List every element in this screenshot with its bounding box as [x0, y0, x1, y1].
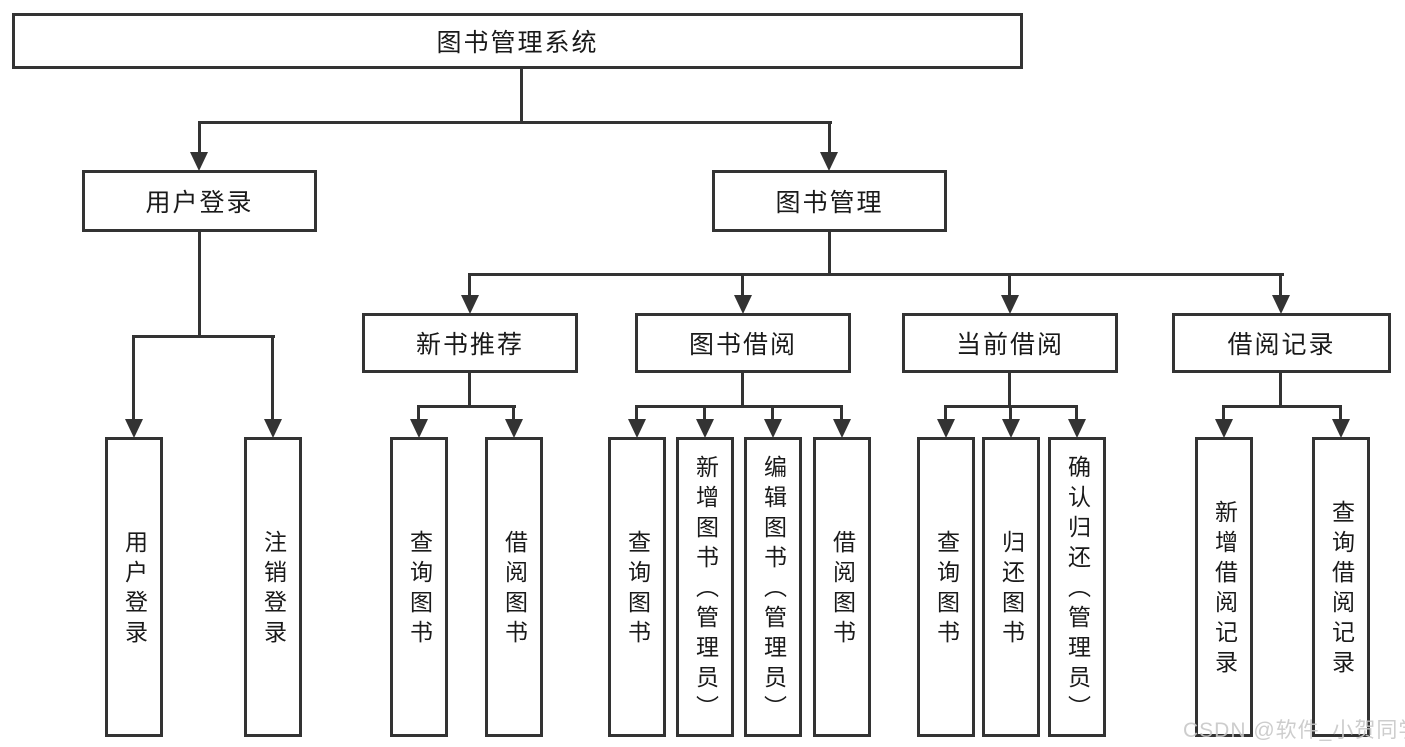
- connector-level3-rail: [468, 273, 1284, 276]
- connector-to-records: [1279, 273, 1282, 297]
- node-root-system: 图书管理系统: [12, 13, 1023, 69]
- node-book-borrow: 图书借阅: [635, 313, 851, 373]
- arrow-down-icon: [1002, 419, 1020, 438]
- arrow-down-icon: [820, 152, 838, 171]
- connector-leaf-stem: [1339, 405, 1342, 421]
- node-borrow-records: 借阅记录: [1172, 313, 1391, 373]
- connector-records-stem: [1279, 373, 1282, 408]
- connector-leaf-stem: [771, 405, 774, 421]
- connector-leaf-stem: [417, 405, 420, 421]
- node-current-borrow: 当前借阅: [902, 313, 1118, 373]
- arrow-down-icon: [1215, 419, 1233, 438]
- connector-leaf-stem: [944, 405, 947, 421]
- arrow-down-icon: [1068, 419, 1086, 438]
- node-new-book-recommend: 新书推荐: [362, 313, 578, 373]
- arrow-down-icon: [461, 295, 479, 314]
- arrow-down-icon: [1001, 295, 1019, 314]
- connector-root-stem: [520, 69, 523, 124]
- connector-to-leaf-logout: [271, 335, 274, 421]
- connector-borrow-rail: [635, 405, 843, 408]
- leaf-return-book: 归还图书: [982, 437, 1040, 737]
- arrow-down-icon: [505, 419, 523, 438]
- leaf-logout-login: 注销登录: [244, 437, 302, 737]
- connector-to-user-login: [198, 121, 201, 154]
- arrow-down-icon: [264, 419, 282, 438]
- leaf-confirm-return-admin: 确认归还（管理员）: [1048, 437, 1106, 737]
- node-user-login: 用户登录: [82, 170, 317, 232]
- leaf-borrow-books-recommend: 借阅图书: [485, 437, 543, 737]
- leaf-borrow-books-borrow: 借阅图书: [813, 437, 871, 737]
- leaf-edit-book-admin: 编辑图书（管理员）: [744, 437, 802, 737]
- connector-to-book-mgmt: [828, 121, 831, 154]
- connector-recommend-stem: [468, 373, 471, 408]
- connector-login-stem: [198, 232, 201, 338]
- arrow-down-icon: [628, 419, 646, 438]
- connector-borrow-stem: [741, 373, 744, 408]
- arrow-down-icon: [125, 419, 143, 438]
- csdn-watermark: CSDN @软件_小贺同学: [1183, 719, 1405, 742]
- connector-leaf-stem: [1075, 405, 1078, 421]
- arrow-down-icon: [937, 419, 955, 438]
- arrow-down-icon: [190, 152, 208, 171]
- leaf-add-borrow-record: 新增借阅记录: [1195, 437, 1253, 737]
- connector-to-recommend: [468, 273, 471, 297]
- connector-leaf-stem: [703, 405, 706, 421]
- node-book-management: 图书管理: [712, 170, 947, 232]
- arrow-down-icon: [696, 419, 714, 438]
- leaf-query-books-recommend: 查询图书: [390, 437, 448, 737]
- arrow-down-icon: [734, 295, 752, 314]
- connector-to-borrow: [741, 273, 744, 297]
- connector-leaf-stem: [1009, 405, 1012, 421]
- arrow-down-icon: [1272, 295, 1290, 314]
- connector-current-stem: [1008, 373, 1011, 408]
- arrow-down-icon: [764, 419, 782, 438]
- connector-to-leaf-login: [132, 335, 135, 421]
- connector-records-rail: [1222, 405, 1342, 408]
- connector-to-current: [1008, 273, 1011, 297]
- arrow-down-icon: [410, 419, 428, 438]
- connector-recommend-rail: [417, 405, 516, 408]
- leaf-user-login: 用户登录: [105, 437, 163, 737]
- connector-leaf-stem: [840, 405, 843, 421]
- arrow-down-icon: [833, 419, 851, 438]
- leaf-query-books-current: 查询图书: [917, 437, 975, 737]
- connector-mgmt-stem: [828, 232, 831, 276]
- connector-leaf-stem: [1222, 405, 1225, 421]
- leaf-query-books-borrow: 查询图书: [608, 437, 666, 737]
- arrow-down-icon: [1332, 419, 1350, 438]
- connector-login-rail: [132, 335, 275, 338]
- connector-level2-rail: [198, 121, 832, 124]
- leaf-add-book-admin: 新增图书（管理员）: [676, 437, 734, 737]
- connector-leaf-stem: [635, 405, 638, 421]
- leaf-query-borrow-record: 查询借阅记录: [1312, 437, 1370, 737]
- connector-leaf-stem: [512, 405, 515, 421]
